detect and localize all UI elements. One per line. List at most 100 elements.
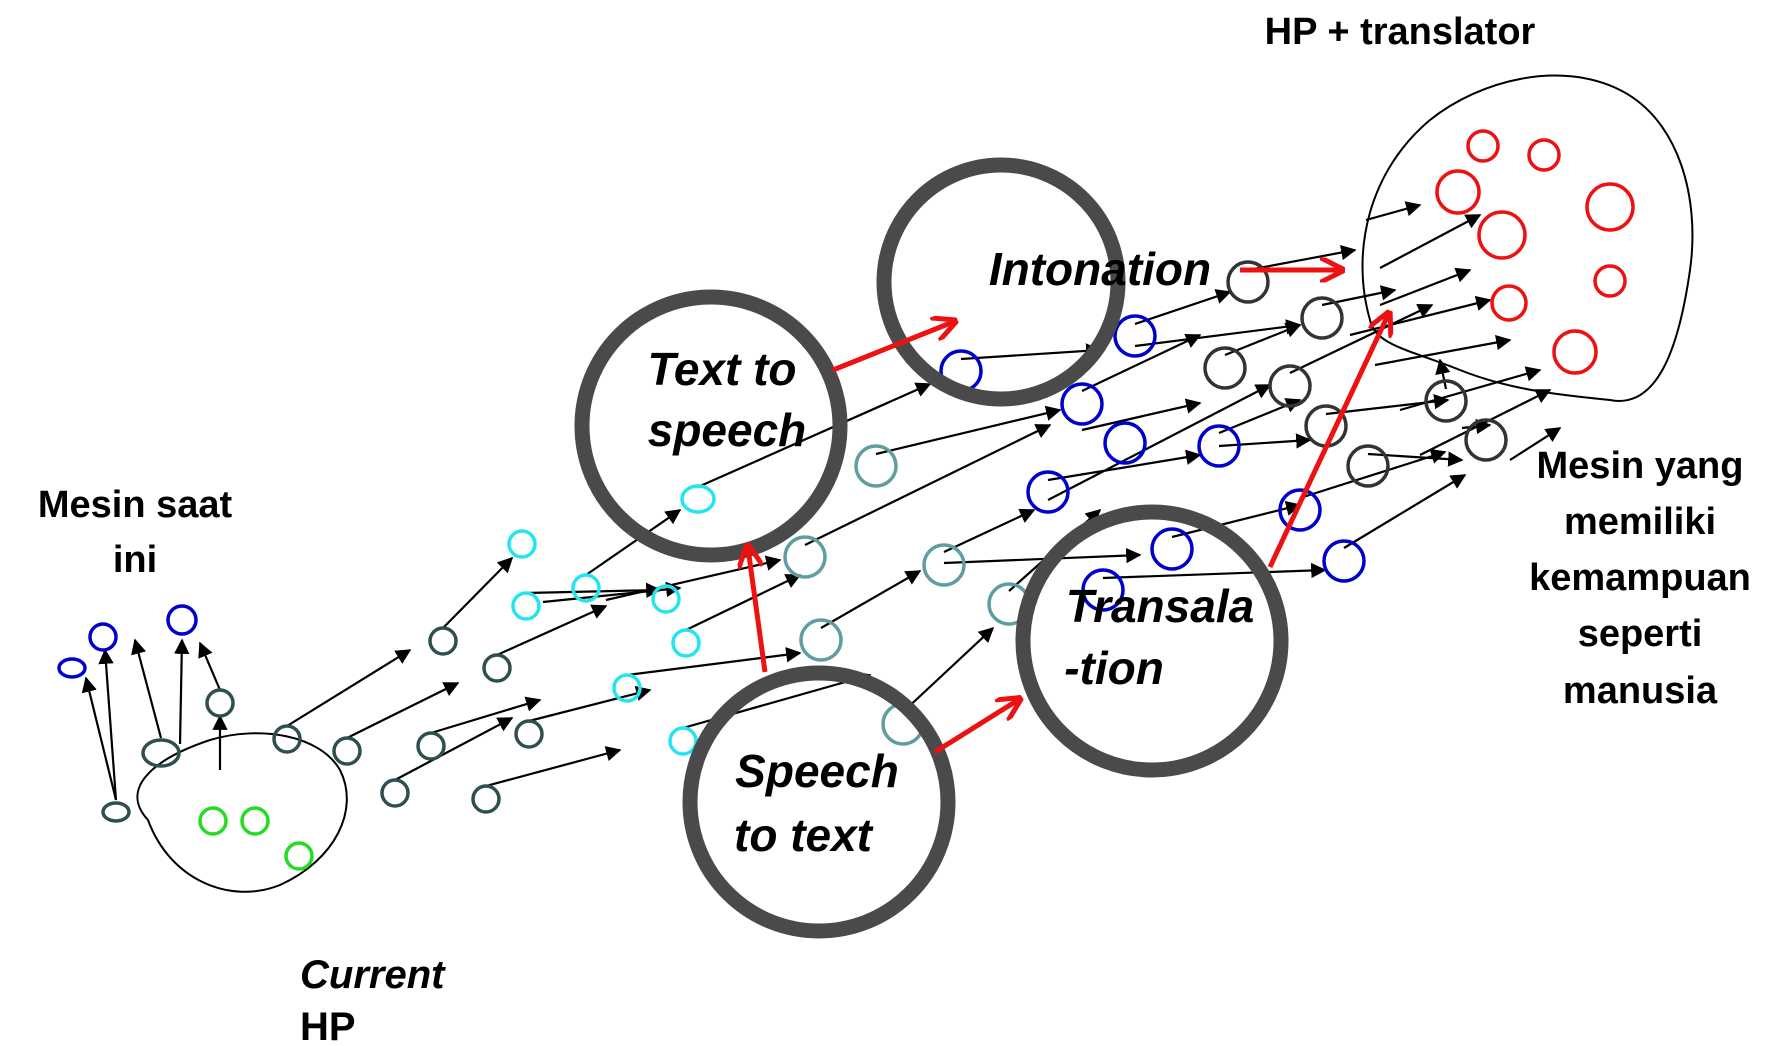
graph-node (1585, 182, 1635, 232)
text-to-speech-label-2: speech (648, 404, 807, 456)
graph-node (284, 841, 314, 871)
graph-node (1593, 264, 1627, 298)
flow-arrow (1081, 398, 1202, 432)
flow-arrow (1343, 474, 1467, 549)
graph-node (1113, 314, 1157, 358)
flow-arrow (442, 556, 514, 629)
flow-arrow (1461, 418, 1492, 435)
graph-node (571, 573, 601, 603)
flow-arrow (960, 343, 1102, 361)
graph-node (141, 738, 181, 768)
intonation-label: Intonation (989, 243, 1211, 295)
graph-node (205, 688, 235, 718)
capability-ring-translation (1015, 504, 1289, 778)
capability-ring-intonation (876, 157, 1126, 407)
graph-node (1300, 296, 1344, 340)
graph-node (1346, 444, 1390, 488)
graph-node (514, 719, 544, 749)
flow-arrow (496, 604, 608, 657)
flow-arrow (685, 574, 802, 631)
speech-to-text-label-1: Speech (735, 745, 899, 797)
flow-arrow (697, 382, 932, 489)
capability-link-arrow (832, 322, 953, 373)
flow-arrow (1289, 304, 1434, 374)
graph-node (198, 806, 228, 836)
graph-node (1527, 138, 1561, 172)
flow-arrow (585, 509, 682, 576)
flow-arrow (198, 641, 222, 691)
graph-node (1322, 539, 1366, 583)
flow-arrow (1102, 562, 1327, 580)
graph-node (1435, 169, 1481, 215)
text-to-speech-label-1: Text to (647, 343, 796, 395)
flow-arrow (525, 582, 662, 599)
graph-node (166, 604, 198, 636)
flow-arrow (943, 547, 1142, 565)
capability-ring-text-to-speech (574, 289, 848, 563)
graph-node (482, 653, 512, 683)
right-desc-line-3: kemampuan (1529, 557, 1751, 599)
graph-node (1477, 210, 1527, 260)
graph-node (332, 736, 362, 766)
graph-node (1103, 421, 1147, 465)
right-desc-line-4: seperti (1578, 613, 1703, 655)
graph-node (799, 618, 843, 662)
graph-node (1466, 129, 1500, 163)
graph-node (507, 529, 537, 559)
graph-node (1268, 364, 1312, 408)
right-desc-line-1: Mesin yang (1537, 445, 1744, 487)
flow-arrow (1435, 358, 1451, 390)
graph-node (1060, 382, 1104, 426)
red-arrow-layer (748, 270, 1388, 755)
flow-arrow (820, 570, 922, 629)
graph-node (671, 628, 701, 658)
flow-arrow (1299, 448, 1447, 500)
flow-arrow (1365, 201, 1422, 222)
graph-node (1490, 284, 1528, 322)
flow-arrow (98, 648, 118, 801)
graph-node (240, 806, 270, 836)
flow-arrow (1399, 366, 1542, 412)
graph-node (1081, 568, 1125, 612)
graph-node (783, 535, 827, 579)
graph-node (612, 673, 642, 703)
right-title: HP + translator (1265, 11, 1536, 53)
graph-node (1424, 379, 1468, 423)
flow-arrow (626, 647, 802, 677)
flow-arrow (394, 717, 514, 781)
flow-arrow (1224, 322, 1302, 357)
flow-arrow (174, 638, 190, 745)
graph-node (1278, 488, 1322, 532)
flow-arrow (902, 626, 995, 713)
current-hp-region (136, 732, 348, 893)
capability-link-arrow (933, 700, 1018, 755)
flow-arrow (1218, 433, 1312, 449)
graph-node (101, 801, 131, 823)
graph-node (1464, 418, 1508, 462)
graph-node (380, 778, 410, 808)
right-desc-line-2: memiliki (1564, 501, 1716, 543)
flow-arrow (1379, 267, 1472, 307)
translation-label-1: Transala (1066, 580, 1254, 632)
flow-arrow (1509, 427, 1562, 461)
flow-arrow (1134, 289, 1232, 326)
flow-arrow (286, 649, 412, 727)
flow-arrow (485, 746, 622, 788)
left-title-line-1: Mesin saat (38, 484, 233, 526)
right-desc-line-5: manusia (1563, 670, 1718, 712)
graph-node (1197, 424, 1241, 468)
graph-node (57, 657, 87, 679)
graph-node (471, 784, 501, 814)
goal-region (1361, 74, 1694, 402)
graph-node (272, 724, 302, 754)
graph-node (88, 622, 118, 652)
flow-arrow (1247, 244, 1357, 272)
graph-node (428, 626, 458, 656)
graph-node (1150, 527, 1194, 571)
graph-node (511, 591, 541, 621)
graph-node (1026, 470, 1070, 514)
flow-arrow (430, 696, 542, 735)
graph-node (922, 543, 966, 587)
graph-node (1226, 260, 1270, 304)
